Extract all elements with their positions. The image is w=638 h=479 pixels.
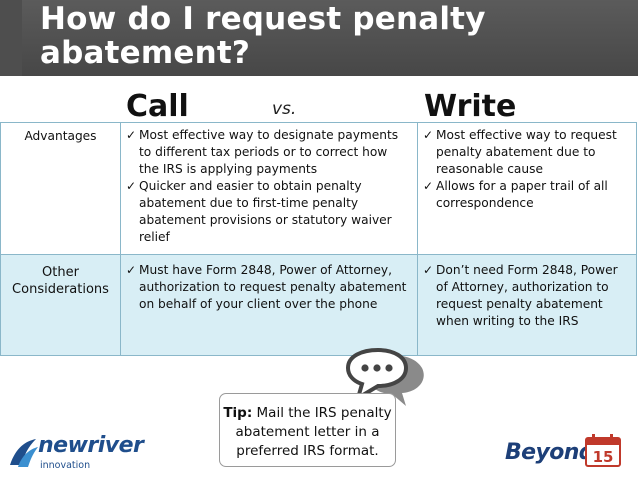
newriver-logo-icon — [10, 439, 38, 467]
logo-newriver-sub: innovation — [40, 460, 91, 471]
list-item-text: Most effective way to request penalty ab… — [436, 128, 617, 176]
versus-label: vs. — [272, 99, 297, 119]
checkmark-icon: ✓ — [423, 128, 434, 142]
cell-call-other: ✓Must have Form 2848, Power of Attorney,… — [120, 254, 418, 356]
list-item: ✓Quicker and easier to obtain penalty ab… — [126, 178, 410, 246]
row-label-other-considerations: Other Considerations — [0, 254, 121, 356]
list-item: ✓Allows for a paper trail of all corresp… — [423, 178, 629, 212]
checkmark-icon: ✓ — [126, 128, 137, 142]
speech-bubbles-icon — [345, 347, 424, 406]
tip-text: Mail the IRS penalty abatement letter in… — [235, 405, 392, 459]
slide-title-line-1: How do I request penalty — [40, 1, 486, 37]
slide-title-line-2: abatement? — [40, 35, 251, 71]
cell-write-other: ✓Don’t need Form 2848, Power of Attorney… — [417, 254, 637, 356]
cell-write-advantages: ✓Most effective way to request penalty a… — [417, 122, 637, 255]
column-heading-write: Write — [424, 89, 517, 124]
list-item: ✓Most effective way to designate payment… — [126, 127, 410, 178]
column-heading-call: Call — [126, 89, 189, 124]
checkmark-icon: ✓ — [423, 179, 434, 193]
table-row-other-considerations: Other Considerations ✓Must have Form 284… — [0, 254, 637, 356]
slide-title: How do I request penalty abatement? — [40, 2, 630, 70]
tip-label: Tip: — [223, 405, 253, 421]
list-item-text: Quicker and easier to obtain penalty aba… — [139, 179, 392, 244]
tip-box: Tip: Mail the IRS penalty abatement lett… — [219, 393, 396, 467]
list-item-text: Don’t need Form 2848, Power of Attorney,… — [436, 263, 618, 328]
checkmark-icon: ✓ — [126, 263, 137, 277]
title-accent-strip — [0, 0, 22, 76]
title-bar: How do I request penalty abatement? — [0, 0, 638, 76]
logo-newriver-name: newriver — [38, 433, 144, 458]
list-item-text: Allows for a paper trail of all correspo… — [436, 179, 608, 210]
checkmark-icon: ✓ — [126, 179, 137, 193]
list-item: ✓Don’t need Form 2848, Power of Attorney… — [423, 262, 629, 330]
cell-call-advantages: ✓Most effective way to designate payment… — [120, 122, 418, 255]
row-label-advantages: Advantages — [0, 122, 121, 255]
checkmark-icon: ✓ — [423, 263, 434, 277]
list-item: ✓Must have Form 2848, Power of Attorney,… — [126, 262, 410, 313]
list-item: ✓Most effective way to request penalty a… — [423, 127, 629, 178]
table-row-advantages: Advantages ✓Most effective way to design… — [0, 122, 637, 255]
comparison-table: Advantages ✓Most effective way to design… — [0, 122, 637, 356]
list-item-text: Must have Form 2848, Power of Attorney, … — [139, 263, 407, 311]
calendar-number: 15 — [593, 448, 614, 466]
list-item-text: Most effective way to designate payments… — [139, 128, 399, 176]
calendar-icon: 15 — [585, 434, 621, 467]
